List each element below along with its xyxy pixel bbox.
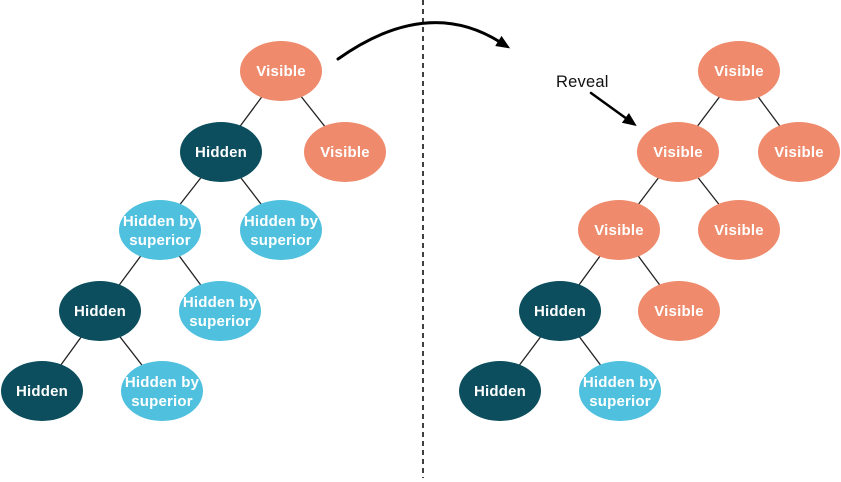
node-label: Hidden [474,383,526,400]
tree-node-visible: Visible [698,200,780,260]
node-ellipse [758,122,840,182]
node-ellipse [519,281,601,341]
node-ellipse [578,200,660,260]
node-ellipse [579,361,661,421]
node-label: Visible [594,222,643,239]
tree-node-visible: Visible [638,281,720,341]
tree-node-visible: Visible [758,122,840,182]
tree-node-hidden: Hidden [1,361,83,421]
reveal-arrow-icon [589,91,637,127]
tree-node-visible: Visible [240,41,322,101]
node-label: Hidden [534,303,586,320]
node-label: Visible [320,144,369,161]
tree-node-visible: Visible [578,200,660,260]
node-label: Visible [774,144,823,161]
node-label: Visible [256,63,305,80]
node-ellipse [240,41,322,101]
node-label: Visible [653,144,702,161]
tree-node-hidden: Hidden [59,281,141,341]
node-ellipse [638,281,720,341]
tree-node-visible: Visible [637,122,719,182]
node-ellipse [179,281,261,341]
tree-node-visible: Visible [304,122,386,182]
node-ellipse [1,361,83,421]
node-ellipse [459,361,541,421]
node-ellipse [304,122,386,182]
tree-node-hidden: Hidden [519,281,601,341]
node-label: Visible [714,63,763,80]
node-ellipse [59,281,141,341]
node-label: Hidden [74,303,126,320]
tree-node-visible: Visible [698,41,780,101]
transform-arrow [336,21,511,61]
node-label: Visible [654,303,703,320]
node-label: Hidden [195,144,247,161]
node-ellipse [637,122,719,182]
node-ellipse [698,200,780,260]
node-label: Visible [714,222,763,239]
node-ellipse [180,122,262,182]
node-ellipse [240,200,322,260]
reveal-annotation: Reveal [556,73,637,127]
node-ellipse [698,41,780,101]
node-ellipse [121,361,203,421]
tree-node-hidden: Hidden [180,122,262,182]
reveal-label: Reveal [556,73,609,91]
tree-node-hidden: Hidden [459,361,541,421]
node-ellipse [119,200,201,260]
node-label: Hidden [16,383,68,400]
